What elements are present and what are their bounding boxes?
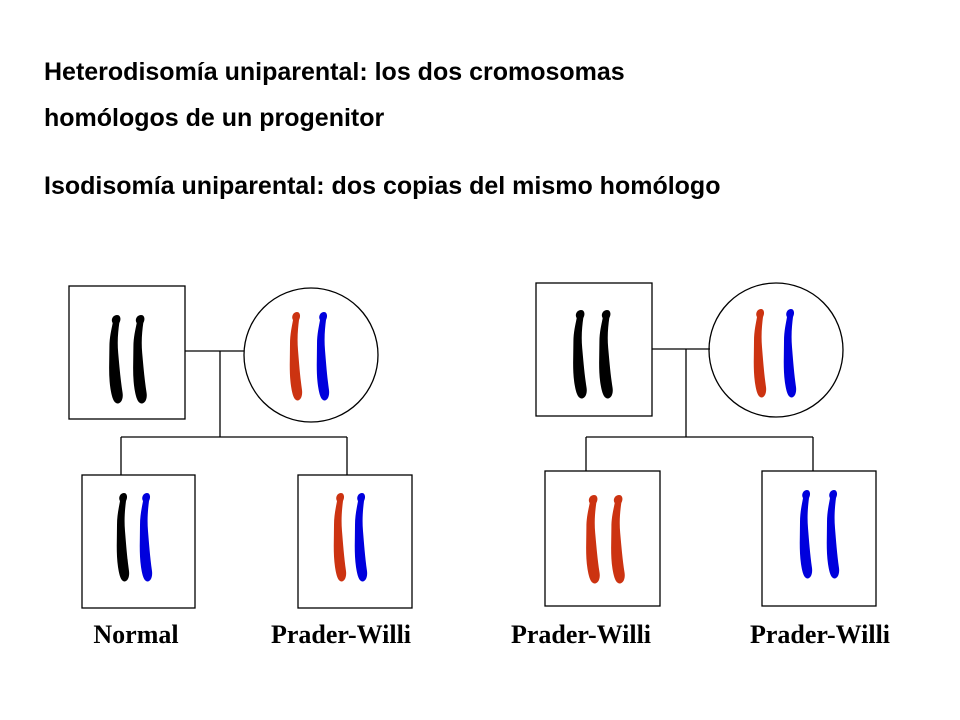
- mother-circle: [708, 282, 844, 418]
- heading-line-2: homólogos de un progenitor: [44, 104, 385, 132]
- pedigree-2: Prader-Willi Prader-Willi: [511, 282, 890, 649]
- child-label: Prader-Willi: [511, 620, 651, 649]
- child-square-3: [544, 470, 661, 607]
- mother-circle: [243, 287, 379, 423]
- child-label: Prader-Willi: [271, 620, 411, 649]
- child-label: Normal: [93, 620, 178, 649]
- pedigree-1: Normal Prader-Willi: [68, 285, 413, 649]
- child-square-1: [81, 474, 196, 609]
- heading-line-1: Heterodisomía uniparental: los dos cromo…: [44, 58, 625, 86]
- heading-line-3: Isodisomía uniparental: dos copias del m…: [44, 172, 721, 200]
- child-label: Prader-Willi: [750, 620, 890, 649]
- father-square: [535, 282, 653, 417]
- child-square-4: [761, 470, 877, 607]
- father-square: [68, 285, 186, 420]
